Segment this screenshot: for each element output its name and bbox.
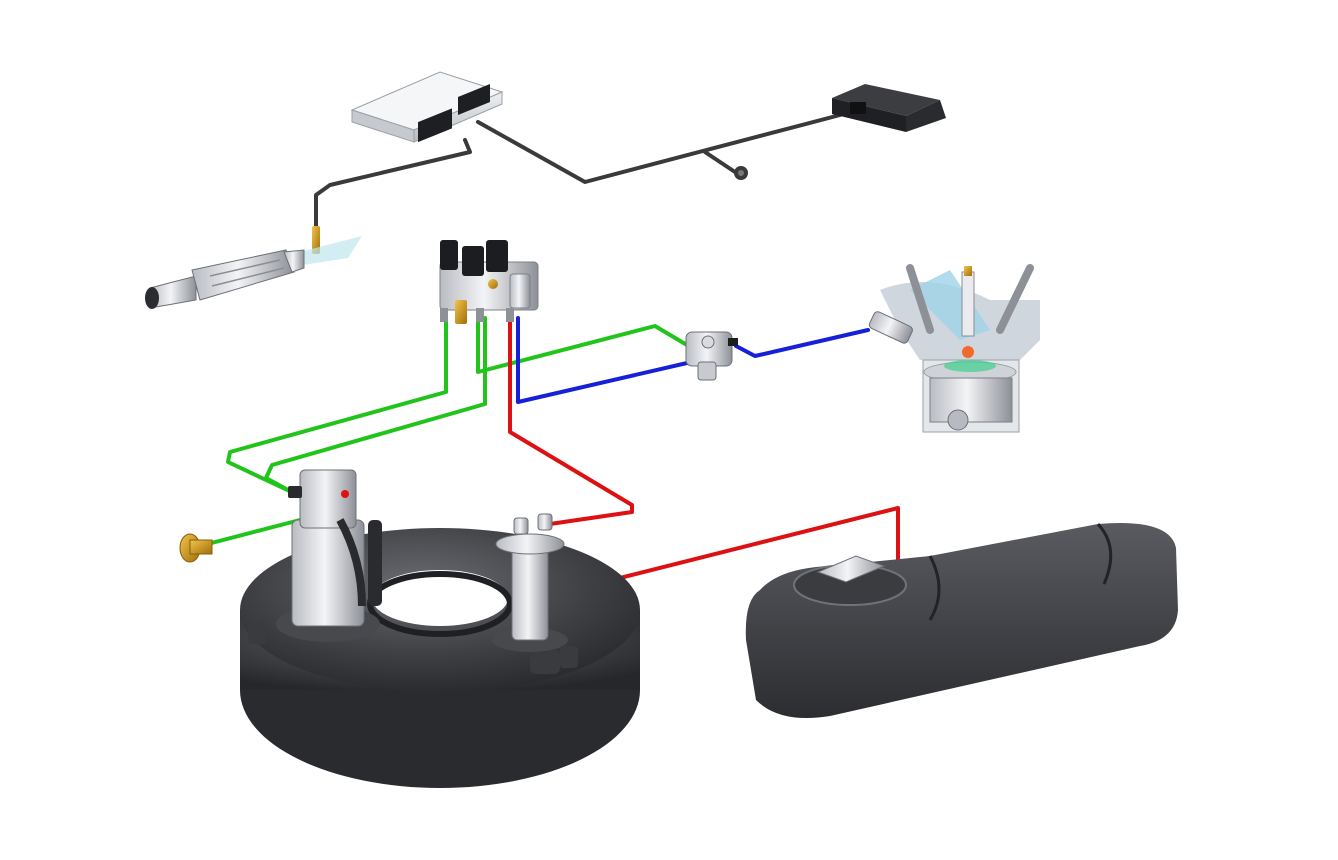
valve-block — [439, 240, 539, 324]
fuel-tank — [745, 522, 1178, 718]
ecu — [350, 71, 504, 143]
filler-valve — [179, 533, 213, 563]
wiring-harness — [314, 113, 842, 234]
gas-lines — [198, 316, 694, 548]
wiring-connector — [734, 84, 946, 180]
lambda-sensor — [296, 226, 362, 266]
tank-sender — [492, 513, 568, 652]
injection-line — [516, 316, 870, 404]
pressure-regulator — [685, 331, 738, 381]
tank-multivalve — [276, 469, 382, 642]
catalytic-converter — [145, 249, 305, 309]
engine-cylinder — [868, 264, 1040, 433]
